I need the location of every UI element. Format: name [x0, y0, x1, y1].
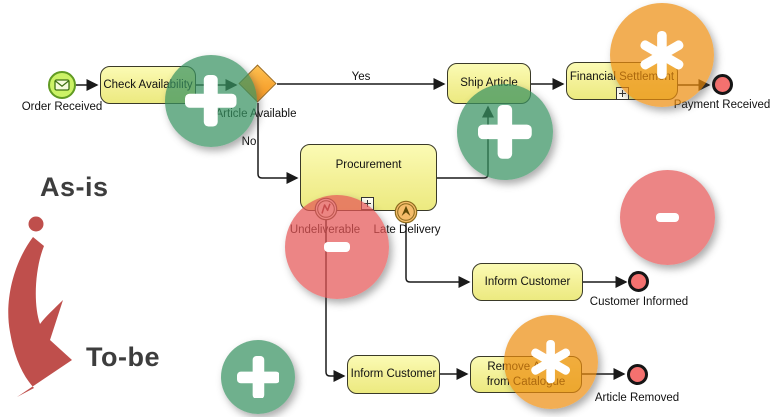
overlay-added-check-availability	[165, 55, 257, 147]
task-label: Inform Customer	[484, 275, 571, 288]
flow-label-yes: Yes	[351, 71, 371, 83]
minus-icon	[324, 241, 350, 253]
asterisk-icon	[531, 340, 571, 384]
asterisk-icon	[640, 31, 684, 79]
end-event-payment-received	[712, 74, 733, 95]
overlay-changed-financial-settlement	[610, 3, 714, 107]
as-is-label: As-is	[40, 172, 109, 202]
transformation-arrow-icon	[8, 216, 72, 397]
boundary-event-label: Late Delivery	[373, 224, 441, 236]
overlay-removed-standalone	[620, 170, 715, 265]
overlay-added-ship-article	[457, 84, 553, 180]
overlay-removed-undeliverable	[285, 195, 389, 299]
escalation-boundary-event	[394, 200, 418, 229]
overlay-added-standalone	[221, 340, 295, 414]
plus-icon	[478, 105, 532, 159]
minus-icon	[655, 212, 680, 223]
overlay-changed-remove-article	[504, 315, 598, 409]
task-label: Inform Customer	[350, 368, 437, 381]
flow-no-to-procurement	[257, 103, 299, 184]
plus-icon	[236, 355, 280, 399]
flow-label-no: No	[241, 136, 257, 148]
plus-icon	[185, 75, 237, 127]
end-event-label: Payment Received	[673, 99, 770, 111]
message-icon	[54, 79, 70, 91]
start-event	[48, 71, 76, 99]
task-inform-customer-late: Inform Customer	[472, 263, 583, 301]
flow-latedelivery-to-inform	[405, 223, 471, 288]
task-label: Procurement	[335, 159, 402, 171]
start-event-label: Order Received	[21, 101, 103, 113]
end-event-customer-informed	[628, 271, 649, 292]
to-be-label: To-be	[86, 342, 160, 372]
end-event-article-removed	[627, 364, 648, 385]
task-inform-customer-undeliverable: Inform Customer	[347, 355, 440, 394]
end-event-label: Customer Informed	[589, 296, 689, 308]
escalation-icon	[394, 200, 418, 224]
end-event-label: Article Removed	[594, 392, 680, 404]
flow-undeliverable-to-inform	[325, 220, 346, 382]
